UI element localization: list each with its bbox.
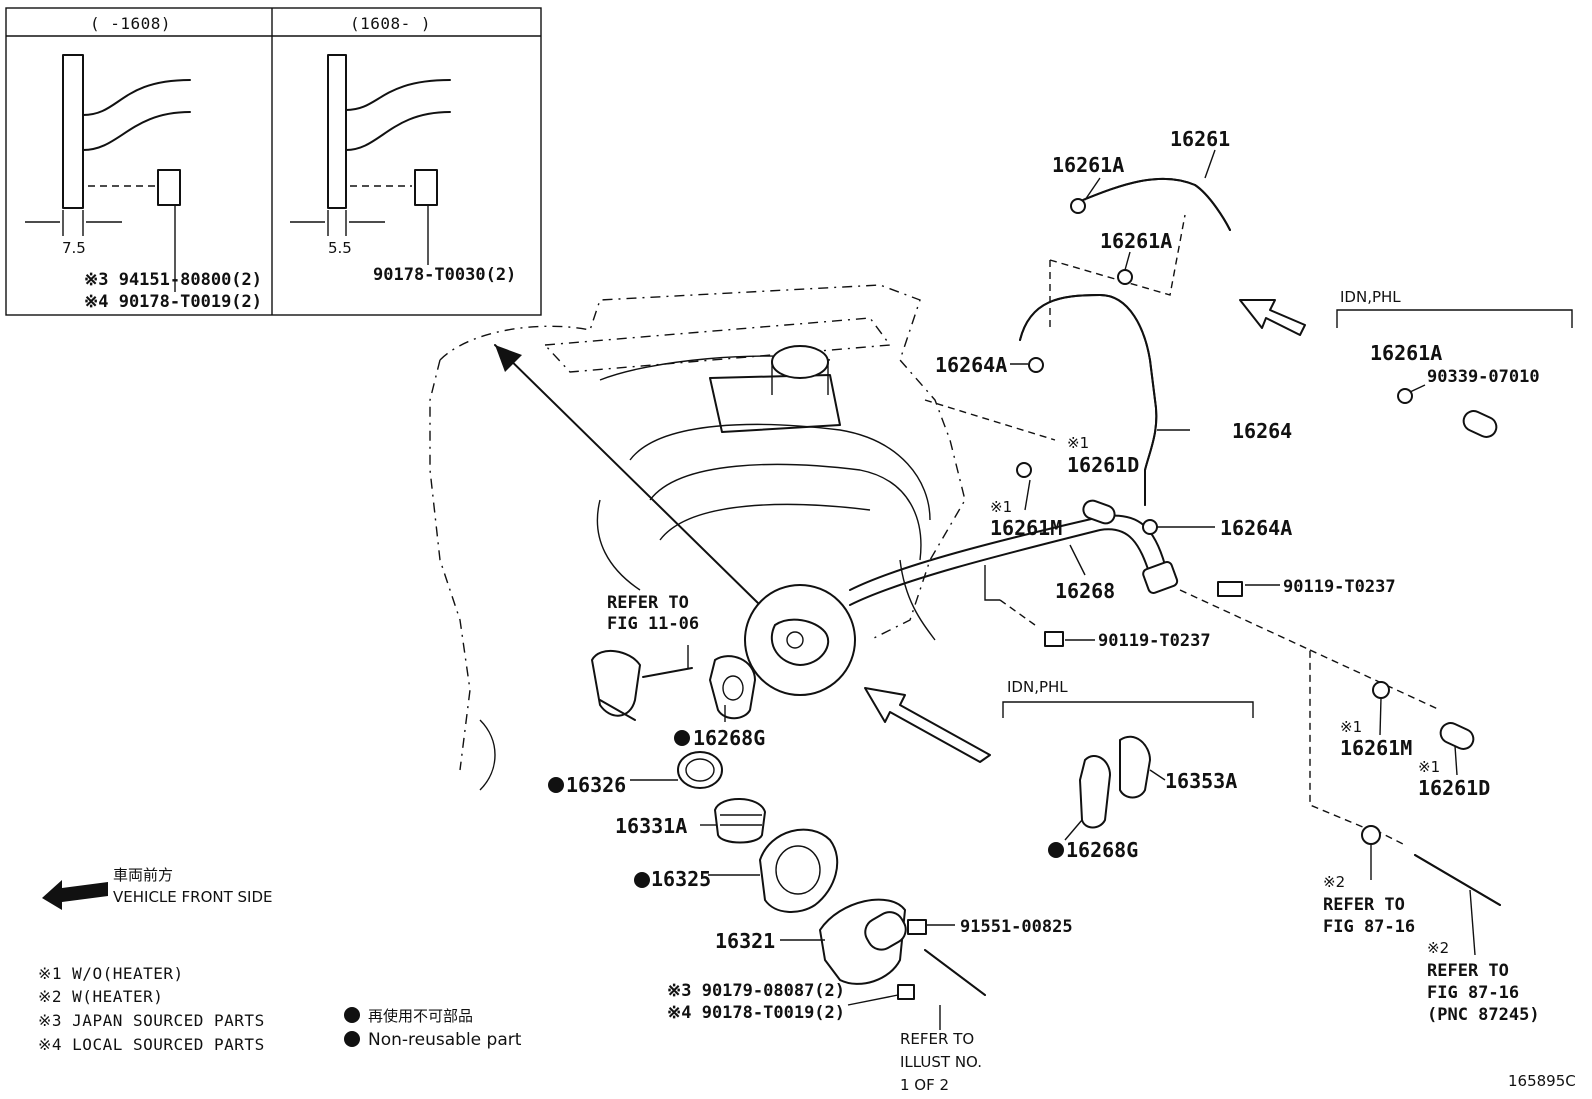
refer-8716-pnc-line3: (PNC 87245) <box>1427 1005 1540 1025</box>
idn-phl-upper: IDN,PHL <box>1340 288 1401 306</box>
note-16261M-right: ※1 <box>1340 718 1362 736</box>
label-16261M-right: 16261M <box>1340 736 1412 760</box>
label-16326: 16326 <box>566 773 626 797</box>
label-16325: 16325 <box>651 867 711 891</box>
clamp-icon <box>1372 681 1390 699</box>
label-91551: 91551-00825 <box>960 917 1073 937</box>
clamp-icon <box>1117 269 1133 285</box>
label-16331A: 16331A <box>615 814 687 838</box>
thermostat-assembly <box>591 309 1573 1000</box>
refer-fig-1106-line1: REFER TO <box>607 593 689 613</box>
clamp-icon <box>1361 825 1381 845</box>
label-90119-right: 90119-T0237 <box>1283 577 1396 597</box>
water-bypass-pipe <box>849 177 1501 906</box>
label-16264A-upper: 16264A <box>935 353 1007 377</box>
part-labels: 16261A 16261 16261A 16264A 16264 ※1 1626… <box>566 127 1540 1094</box>
refer-illust-line3: 1 OF 2 <box>900 1076 949 1094</box>
legend-front-en: VEHICLE FRONT SIDE <box>113 888 273 906</box>
refer-8716-pnc-line2: FIG 87-16 <box>1427 983 1519 1003</box>
legend-nonreuse-en: Non-reusable part <box>368 1030 522 1050</box>
refer-fig-1106-line2: FIG 11-06 <box>607 614 699 634</box>
nut-icon <box>414 169 438 206</box>
nonreusable-dot-icon <box>634 872 650 888</box>
label-16261A-mid: 16261A <box>1100 229 1172 253</box>
legend-note1: ※1 W/O(HEATER) <box>38 964 184 983</box>
label-16261A-idn: 16261A <box>1370 341 1442 365</box>
label-90339: 90339-07010 <box>1427 367 1540 387</box>
nonreusable-dot-icon <box>674 730 690 746</box>
figure-id: 165895C <box>1508 1072 1576 1090</box>
inset-left-part-a: ※3 94151-80800(2) <box>84 270 262 290</box>
clamp-icon <box>1028 357 1044 373</box>
note-16261D-right: ※1 <box>1418 758 1440 776</box>
label-90119-lower: 90119-T0237 <box>1098 631 1211 651</box>
label-16264A-lower: 16264A <box>1220 516 1292 540</box>
nonreusable-dot-icon <box>344 1007 360 1023</box>
note-refer-8716-pnc: ※2 <box>1427 939 1449 957</box>
inset-left-header: ( -1608) <box>90 14 171 33</box>
inset-left-part-b: ※4 90178-T0019(2) <box>84 292 262 312</box>
label-16321: 16321 <box>715 929 775 953</box>
refer-illust-line2: ILLUST NO. <box>900 1053 982 1071</box>
label-16268: 16268 <box>1055 579 1115 603</box>
inset-right-dim: 5.5 <box>328 239 352 257</box>
label-16353A: 16353A <box>1165 769 1237 793</box>
note-16261M: ※1 <box>990 498 1012 516</box>
legend-note4: ※4 LOCAL SOURCED PARTS <box>38 1035 265 1054</box>
nut-icon <box>157 169 181 206</box>
legend-note2: ※2 W(HEATER) <box>38 987 163 1006</box>
refer-8716-pnc-line1: REFER TO <box>1427 961 1509 981</box>
nonreusable-dot-icon <box>548 777 564 793</box>
label-bolt-japan: ※3 90179-08087(2) <box>667 981 845 1001</box>
label-16264: 16264 <box>1232 419 1292 443</box>
inset-box <box>5 7 542 316</box>
clamp-icon <box>1142 519 1158 535</box>
legend-nonreuse-jp: 再使用不可部品 <box>368 1007 473 1025</box>
refer-8716-line1: REFER TO <box>1323 895 1405 915</box>
refer-8716-line2: FIG 87-16 <box>1323 917 1415 937</box>
refer-illust-line1: REFER TO <box>900 1030 974 1048</box>
clamp-icon <box>1016 462 1032 478</box>
legend-front-jp: 車両前方 <box>113 866 173 884</box>
inset-right-header: (1608- ) <box>350 14 431 33</box>
label-16261D-right: 16261D <box>1418 776 1490 800</box>
label-16261: 16261 <box>1170 127 1230 151</box>
idn-phl-lower: IDN,PHL <box>1007 678 1068 696</box>
inset-left-dim: 7.5 <box>62 239 86 257</box>
label-16261M: 16261M <box>990 516 1062 540</box>
front-arrow-icon <box>42 880 108 910</box>
nonreusable-markers <box>344 730 1064 1047</box>
label-16261D: 16261D <box>1067 453 1139 477</box>
legend: 車両前方 VEHICLE FRONT SIDE ※1 W/O(HEATER) ※… <box>38 866 522 1054</box>
clamp-icon <box>1397 388 1413 404</box>
note-refer-8716: ※2 <box>1323 873 1345 891</box>
label-16268G-upper: 16268G <box>693 726 765 750</box>
inset-right-part: 90178-T0030(2) <box>373 265 516 285</box>
label-16261A-top: 16261A <box>1052 153 1124 177</box>
clamp-icon <box>1070 198 1086 214</box>
nonreusable-dot-icon <box>1048 842 1064 858</box>
engine-illustration <box>429 284 966 791</box>
label-16268G-lower: 16268G <box>1066 838 1138 862</box>
note-16261D: ※1 <box>1067 434 1089 452</box>
nonreusable-dot-icon <box>344 1031 360 1047</box>
label-bolt-local: ※4 90178-T0019(2) <box>667 1003 845 1023</box>
legend-note3: ※3 JAPAN SOURCED PARTS <box>38 1011 265 1030</box>
leader-lines <box>630 149 1476 1030</box>
